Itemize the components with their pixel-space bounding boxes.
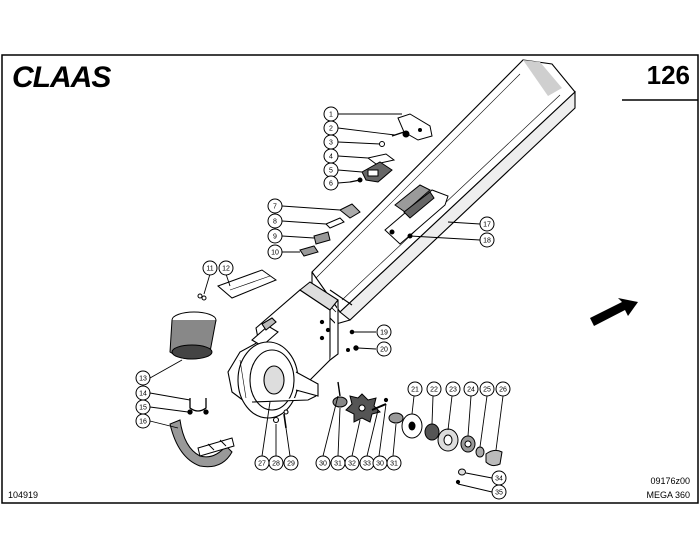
callout-label: 6 xyxy=(329,181,333,188)
callout-label: 13 xyxy=(139,376,147,383)
callout-17 xyxy=(479,216,495,232)
callout-label: 15 xyxy=(139,405,147,412)
callout-label: 4 xyxy=(329,154,333,161)
callout-label: 3 xyxy=(329,140,333,147)
drum-cover xyxy=(237,341,319,419)
callout-label: 28 xyxy=(272,461,280,468)
callout-11 xyxy=(202,260,218,276)
callout-9 xyxy=(267,228,283,244)
callout-label: 22 xyxy=(430,387,438,394)
callout-label: 12 xyxy=(222,266,230,273)
callout-16 xyxy=(135,413,151,429)
brand-wordmark: CLAAS xyxy=(12,61,111,94)
pin-parts xyxy=(346,329,359,352)
conveyor-housing xyxy=(311,59,576,325)
callout-35 xyxy=(491,484,507,500)
callout-13 xyxy=(135,370,151,386)
bracket-plate xyxy=(384,184,449,245)
callout-29 xyxy=(283,455,299,471)
callout-label: 26 xyxy=(499,387,507,394)
callout-21 xyxy=(407,381,423,397)
callout-label: 19 xyxy=(380,330,388,337)
callout-label: 32 xyxy=(348,461,356,468)
callout-label: 27 xyxy=(258,461,266,468)
callout-label: 7 xyxy=(273,204,277,211)
callout-label: 18 xyxy=(483,238,491,245)
callout-labels: 1 2 3 4 5 6 7 8 9 10 11 12 13 14 15 16 1… xyxy=(139,112,507,497)
direction-arrow-icon xyxy=(590,298,638,326)
callout-20 xyxy=(376,341,392,357)
callout-label: 21 xyxy=(411,387,419,394)
model-name: MEGA 360 xyxy=(646,490,690,500)
callout-28 xyxy=(268,455,284,471)
callout-label: 33 xyxy=(363,461,371,468)
callout-23 xyxy=(445,381,461,397)
callout-label: 10 xyxy=(271,250,279,257)
callout-label: 29 xyxy=(287,461,295,468)
callout-label: 30 xyxy=(319,461,327,468)
callout-label: 9 xyxy=(273,234,277,241)
callout-label: 23 xyxy=(449,387,457,394)
callout-8 xyxy=(267,213,283,229)
callout-label: 31 xyxy=(390,461,398,468)
saddle-clamp xyxy=(169,419,235,468)
callout-25 xyxy=(479,381,495,397)
callout-19 xyxy=(376,324,392,340)
callout-10 xyxy=(267,244,283,260)
callout-label: 30 xyxy=(376,461,384,468)
page-number: 126 xyxy=(646,60,690,90)
callout-label: 5 xyxy=(329,168,333,175)
bearing-stack xyxy=(401,413,503,485)
callout-7 xyxy=(267,198,283,214)
callout-18 xyxy=(479,232,495,248)
callout-32 xyxy=(344,455,360,471)
callout-label: 14 xyxy=(139,391,147,398)
callout-label: 35 xyxy=(495,490,503,497)
callout-bubbles xyxy=(135,106,511,500)
callout-26 xyxy=(495,381,511,397)
document-number: 104919 xyxy=(8,490,39,500)
u-bolt xyxy=(187,398,209,415)
shaft-group xyxy=(332,381,404,424)
callout-label: 11 xyxy=(206,266,213,273)
callout-label: 34 xyxy=(495,476,503,483)
callout-12 xyxy=(218,260,234,276)
belt-ring xyxy=(169,311,217,360)
leader-lines xyxy=(149,113,504,493)
callout-24 xyxy=(463,381,479,397)
callout-label: 1 xyxy=(329,112,333,119)
hardware-parts xyxy=(197,113,433,301)
callout-label: 2 xyxy=(329,126,333,133)
callout-label: 20 xyxy=(380,347,388,354)
callout-6 xyxy=(323,175,339,191)
callout-label: 25 xyxy=(483,387,491,394)
callout-30a xyxy=(315,455,331,471)
callout-label: 16 xyxy=(139,419,147,426)
callout-label: 8 xyxy=(273,219,277,226)
mount-screws xyxy=(272,409,289,429)
sheet-border xyxy=(1,54,699,504)
callout-label: 24 xyxy=(467,387,475,394)
reference-code: 09176z00 xyxy=(650,476,690,486)
callout-31b xyxy=(386,455,402,471)
callout-label: 17 xyxy=(483,222,491,229)
claas-logo: CLAAS xyxy=(12,61,112,94)
callout-22 xyxy=(426,381,442,397)
callout-label: 31 xyxy=(334,461,342,468)
